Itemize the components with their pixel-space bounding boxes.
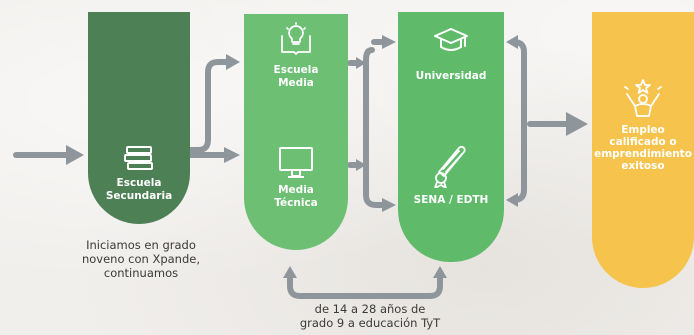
start-caption-line2: noveno con Xpande, [81, 252, 201, 266]
sena-label: SENA / EDTH [413, 194, 489, 206]
node-escuela-secundaria: Escuela Secundaria [88, 12, 190, 224]
bracket-left [363, 47, 387, 208]
start-caption: Iniciamos en grado noveno con Xpande, co… [56, 238, 226, 280]
universidad-label: Universidad [415, 70, 487, 82]
diploma-icon [434, 145, 466, 188]
node-escuela-media-column: Escuela Media Media Técnica [244, 14, 348, 250]
secundaria-label-line2: Secundaria [105, 190, 173, 202]
arrowhead-right-top [506, 35, 518, 49]
arrow-secundaria-to-media [187, 59, 231, 153]
empleo-label-line2: calificado o [609, 136, 677, 148]
arrowhead-loop-left [283, 266, 297, 278]
arrowhead-media-connector [356, 57, 366, 69]
arrowhead-loop-right [433, 266, 447, 278]
arrowhead-tecnica [224, 147, 240, 163]
media-tecnica-label-line1: Media [278, 184, 314, 196]
start-caption-line3: continuamos [103, 266, 179, 280]
arrow-loop-bottom [287, 273, 443, 299]
node-universidad-column: Universidad SENA / EDTH [398, 12, 504, 262]
empleo-label-line4: exitoso [621, 160, 665, 172]
arrowhead-tecnica-connector [356, 159, 366, 171]
start-caption-line1: Iniciamos en grado [86, 238, 196, 252]
escuela-media-label-line1: Escuela [273, 64, 319, 76]
lightbulb-book-icon [281, 22, 311, 55]
range-caption-line1: de 14 a 28 años de [314, 302, 426, 316]
arrowhead-in [66, 145, 84, 165]
arrowhead-empleo [566, 112, 588, 136]
arrowhead-right-bottom [506, 193, 518, 207]
media-tecnica-label-line2: Técnica [274, 197, 318, 209]
monitor-icon [279, 147, 313, 178]
bracket-right [511, 39, 527, 203]
arrowhead-media [226, 54, 240, 70]
books-icon [124, 146, 153, 170]
star-person-icon [624, 79, 662, 117]
arrowhead-universidad [382, 35, 396, 49]
secundaria-label-line1: Escuela [116, 177, 162, 189]
node-empleo: Empleo calificado o emprendimiento exito… [592, 12, 694, 288]
range-caption-line2: grado 9 a educación TyT [299, 316, 441, 330]
empleo-label-line1: Empleo [621, 124, 665, 136]
range-caption: de 14 a 28 años de grado 9 a educación T… [270, 302, 470, 330]
graduation-cap-icon [434, 28, 468, 51]
escuela-media-label-line2: Media [278, 77, 314, 89]
empleo-label-line3: emprendimiento [594, 148, 692, 160]
arrowhead-sena [382, 198, 396, 212]
